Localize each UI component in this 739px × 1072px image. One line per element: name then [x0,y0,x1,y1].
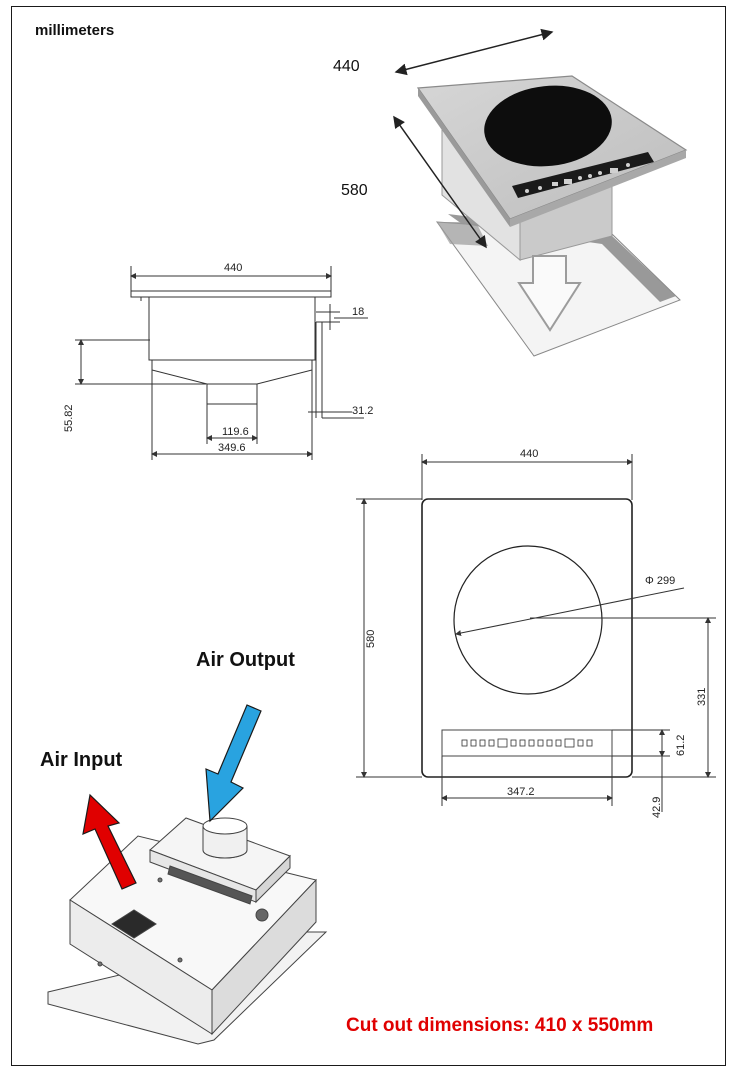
iso-cooktop-illustration [393,28,688,357]
width-dimension-arrow [394,28,554,76]
top-width-label: 440 [520,448,538,460]
air-input-label: Air Input [40,749,123,771]
side-top-thickness-label: 18 [352,306,364,318]
panel-offset-label: 42.9 [651,797,663,818]
side-duct-width-label: 119.6 [222,426,249,438]
side-view-drawing [75,266,368,460]
panel-height-label: 61.2 [675,735,687,756]
units-label: millimeters [35,22,115,39]
side-width-label: 440 [224,262,242,274]
cutout-dimensions-note: Cut out dimensions: 410 x 550mm [346,1015,654,1036]
panel-width-label: 347.2 [507,786,535,798]
diameter-label: Φ 299 [645,575,675,587]
air-output-label: Air Output [196,649,295,671]
side-height-label: 55.82 [63,404,75,432]
iso-depth-label: 580 [341,182,368,199]
air-input-arrow [82,793,137,890]
top-view-drawing [356,454,716,812]
cooking-zone [484,85,612,167]
airflow-unit-illustration [47,817,328,1045]
center-offset-label: 331 [696,688,708,706]
iso-width-label: 440 [333,58,360,75]
depth-dimension-arrow [393,115,487,249]
install-down-arrow [517,255,582,332]
top-height-label: 580 [365,630,377,648]
side-body-width-label: 349.6 [218,442,246,454]
side-offset-label: 31.2 [352,405,373,417]
control-strip [512,152,654,198]
air-output-arrow [205,704,262,823]
